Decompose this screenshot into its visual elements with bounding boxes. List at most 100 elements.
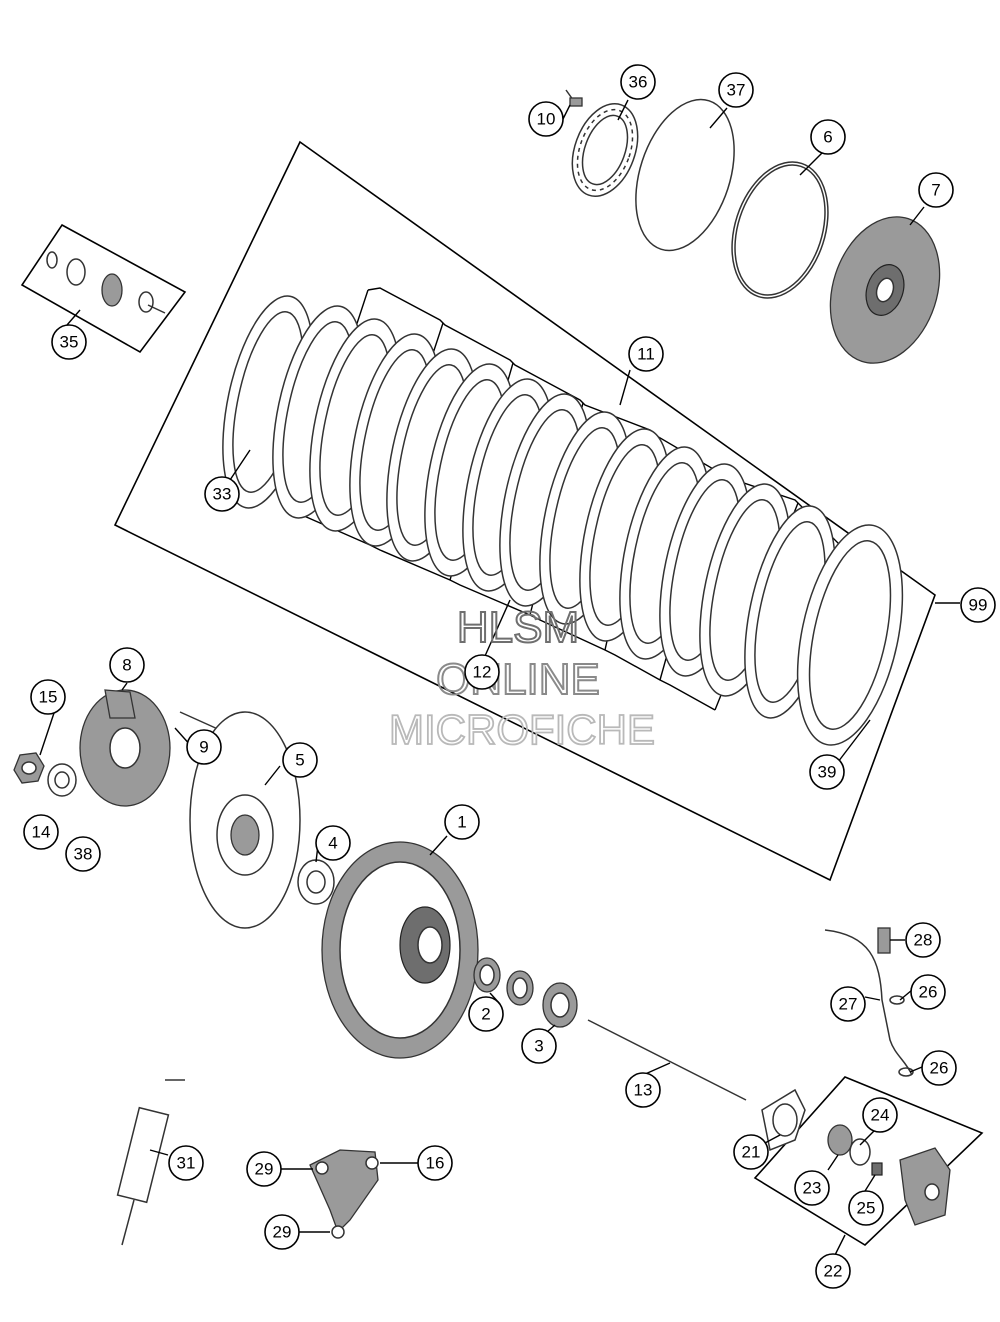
watermark-line-1: HLSM xyxy=(457,603,579,652)
callout-36[interactable]: 36 xyxy=(620,64,656,100)
slave-piston xyxy=(827,1124,853,1156)
callout-1[interactable]: 1 xyxy=(444,804,480,840)
slave-cylinder-body xyxy=(899,1147,951,1226)
callout-label: 39 xyxy=(818,763,837,782)
callout-label: 26 xyxy=(919,983,938,1002)
callout-5[interactable]: 5 xyxy=(282,742,318,778)
callout-label: 36 xyxy=(629,73,648,92)
small-parts-set xyxy=(46,251,166,314)
callout-label: 11 xyxy=(637,345,655,364)
callout-14[interactable]: 14 xyxy=(23,814,59,850)
callout-label: 8 xyxy=(122,656,131,675)
callout-label: 35 xyxy=(60,333,79,352)
o-ring xyxy=(849,1138,871,1166)
push-rod xyxy=(587,1019,747,1101)
clutch-kit-frame-99 xyxy=(113,140,936,882)
callout-31[interactable]: 31 xyxy=(168,1145,204,1181)
callout-22[interactable]: 22 xyxy=(815,1253,851,1289)
callout-26-lower[interactable]: 26 xyxy=(921,1050,957,1086)
leader-lines xyxy=(39,99,960,1256)
callout-23[interactable]: 23 xyxy=(794,1170,830,1206)
callout-label: 21 xyxy=(742,1143,761,1162)
callout-28[interactable]: 28 xyxy=(905,922,941,958)
watermark: HLSM ONLINE MICROFICHE xyxy=(388,602,656,754)
callout-label: 14 xyxy=(32,823,51,842)
callout-2[interactable]: 2 xyxy=(468,996,504,1032)
callout-label: 4 xyxy=(328,834,337,853)
primary-gear xyxy=(321,841,479,1059)
callout-26-upper[interactable]: 26 xyxy=(910,974,946,1010)
callout-16[interactable]: 16 xyxy=(417,1145,453,1181)
watermark-line-3: MICROFICHE xyxy=(389,706,655,753)
bracket xyxy=(309,1149,379,1239)
clutch-basket xyxy=(189,711,301,929)
callout-label: 99 xyxy=(969,596,988,615)
callout-label: 23 xyxy=(803,1179,822,1198)
callout-27[interactable]: 27 xyxy=(830,986,866,1022)
callout-29-lower[interactable]: 29 xyxy=(264,1214,300,1250)
lock-washer xyxy=(47,763,77,797)
small-parts-frame-35 xyxy=(20,223,187,354)
callout-label: 12 xyxy=(473,663,492,682)
watermark-line-2: ONLINE xyxy=(436,655,600,704)
callout-label: 16 xyxy=(426,1154,445,1173)
callout-label: 1 xyxy=(457,813,466,832)
callout-label: 2 xyxy=(481,1005,490,1024)
callout-11[interactable]: 11 xyxy=(628,336,664,372)
callout-12[interactable]: 12 xyxy=(464,654,500,690)
callout-35[interactable]: 35 xyxy=(51,324,87,360)
callout-38[interactable]: 38 xyxy=(65,836,101,872)
callout-39[interactable]: 39 xyxy=(809,754,845,790)
clutch-hose xyxy=(824,929,913,1076)
inner-clutch-hub xyxy=(79,689,171,807)
needle-bearings xyxy=(473,957,534,1006)
pressure-plate xyxy=(829,216,941,364)
callout-99[interactable]: 99 xyxy=(960,587,996,623)
callout-15[interactable]: 15 xyxy=(30,679,66,715)
bushing xyxy=(542,982,578,1028)
callout-21[interactable]: 21 xyxy=(733,1134,769,1170)
callout-3[interactable]: 3 xyxy=(521,1028,557,1064)
callout-29-upper[interactable]: 29 xyxy=(246,1151,282,1187)
callout-label: 5 xyxy=(295,751,304,770)
callout-4[interactable]: 4 xyxy=(315,825,351,861)
callout-13[interactable]: 13 xyxy=(625,1072,661,1108)
callout-label: 27 xyxy=(839,995,858,1014)
banjo-bolt xyxy=(877,927,891,954)
callout-label: 38 xyxy=(74,845,93,864)
callout-24[interactable]: 24 xyxy=(862,1097,898,1133)
thrust-washer xyxy=(297,859,335,905)
callout-label: 24 xyxy=(871,1106,890,1125)
callout-label: 7 xyxy=(931,181,940,200)
callout-label: 29 xyxy=(255,1160,274,1179)
callout-label: 22 xyxy=(824,1262,843,1281)
clutch-plate-stack xyxy=(222,295,904,746)
callout-label: 25 xyxy=(857,1199,876,1218)
bolt xyxy=(565,89,583,107)
callout-7[interactable]: 7 xyxy=(918,172,954,208)
callout-label: 33 xyxy=(213,485,232,504)
callout-label: 37 xyxy=(727,81,746,100)
callout-label: 13 xyxy=(634,1081,653,1100)
clip xyxy=(104,689,136,719)
callout-6[interactable]: 6 xyxy=(810,119,846,155)
callout-label: 6 xyxy=(823,128,832,147)
pin xyxy=(179,711,221,731)
thrust-bearing xyxy=(571,102,639,198)
pressure-disc xyxy=(635,98,735,252)
callout-label: 28 xyxy=(914,931,933,950)
callout-8[interactable]: 8 xyxy=(109,647,145,683)
callout-label: 15 xyxy=(39,688,58,707)
callout-label: 26 xyxy=(930,1059,949,1078)
gasket xyxy=(761,1088,806,1152)
bleed-screw xyxy=(871,1162,883,1176)
nut xyxy=(13,752,45,784)
callout-label: 10 xyxy=(537,110,556,129)
callout-9[interactable]: 9 xyxy=(186,729,222,765)
callout-25[interactable]: 25 xyxy=(848,1190,884,1226)
callout-37[interactable]: 37 xyxy=(718,72,754,108)
wire-ring xyxy=(731,161,829,299)
callout-33[interactable]: 33 xyxy=(204,476,240,512)
callout-10[interactable]: 10 xyxy=(528,101,564,137)
